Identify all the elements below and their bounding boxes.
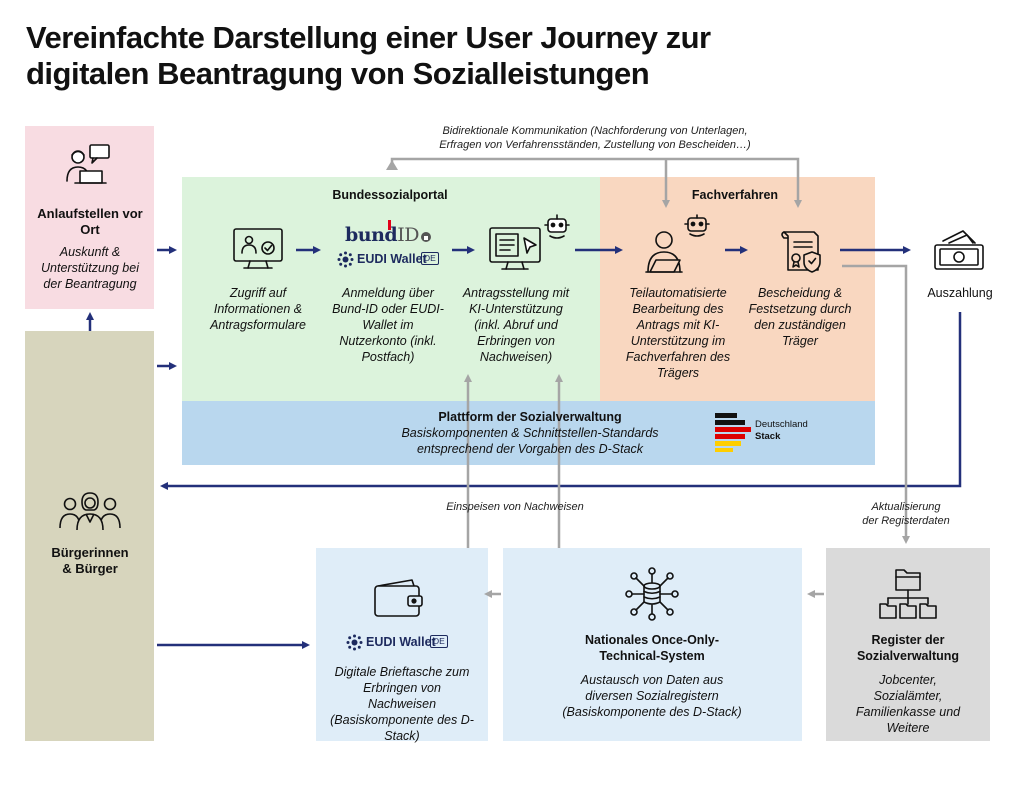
deutschland-stack-line-2: Stack <box>755 431 781 442</box>
deutschland-stack-logo: Deutschland Stack <box>715 412 815 452</box>
anlaufstellen-text: Auskunft & Unterstützung bei der Beantra… <box>41 245 139 291</box>
step-zugriff-text: Zugriff auf Informationen & Antragsformu… <box>210 286 306 332</box>
person-laptop-chat-icon <box>62 143 112 189</box>
plattform-title: Plattform der Sozialverwaltung <box>438 410 622 424</box>
buerger-box <box>25 331 154 741</box>
deutschland-stack-line-1: Deutschland <box>755 419 808 430</box>
aktualisierung-label: Aktualisierung der Registerdaten <box>846 500 966 528</box>
eudi-wallet-country: DE <box>421 252 439 265</box>
document-shield-icon <box>778 226 828 276</box>
auszahlung-label: Auszahlung <box>927 286 993 300</box>
once-only-text: Austausch von Daten aus diversen Sozialr… <box>562 673 742 719</box>
bidirectional-communication-note: Bidirektionale Kommunikation (Nachforder… <box>380 124 810 152</box>
wallet-box <box>316 548 488 741</box>
eudi-star-icon <box>346 634 363 651</box>
anlaufstellen-title: Anlaufstellen vor Ort <box>37 206 143 237</box>
wallet-icon <box>372 576 426 618</box>
step-bescheidung-text: Bescheidung & Festsetzung durch den zust… <box>748 286 852 348</box>
step-antragsstellung-text: Antragsstellung mit KI-Unterstützung (in… <box>462 286 570 364</box>
top-note-line-2: Erfragen von Verfahrensständen, Zustellu… <box>439 139 751 151</box>
title-line-2: digitalen Beantragung von Sozialleistung… <box>26 56 650 91</box>
wallet-logo-country: DE <box>430 635 448 648</box>
aktualisierung-line-1: Aktualisierung <box>871 501 941 513</box>
eudi-star-icon <box>337 251 354 268</box>
monitor-form-robot-icon <box>486 214 572 274</box>
buerger-title: Bürgerinnen & Bürger <box>51 545 129 576</box>
eudi-wallet-logo: EUDI Wallet DE <box>346 633 456 653</box>
eudi-wallet-text: EUDI Wallet <box>357 252 427 266</box>
step-bearbeitung-text: Teilautomatisierte Bearbeitung des Antra… <box>625 286 731 380</box>
bund-id-eudi-logo-icon: bundID EUDI Wallet DE <box>337 220 442 274</box>
person-laptop-robot-icon <box>640 214 714 276</box>
lock-icon <box>421 232 431 242</box>
monitor-checkmark-user-icon <box>230 226 286 272</box>
page-title: Vereinfachte Darstellung einer User Jour… <box>26 20 926 92</box>
aktualisierung-line-2: der Registerdaten <box>862 515 950 527</box>
einspeisen-label: Einspeisen von Nachweisen <box>446 501 584 513</box>
plattform-line-2: entsprechend der Vorgaben des D-Stack <box>416 442 644 456</box>
register-title: Register der Sozialverwaltung <box>856 633 960 663</box>
fachverfahren-title: Fachverfahren <box>691 188 779 202</box>
money-banknote-icon <box>929 227 989 273</box>
folder-hierarchy-icon <box>876 566 940 622</box>
register-text: Jobcenter, Sozialämter, Familienkasse un… <box>855 673 961 735</box>
wallet-text: Digitale Brieftasche zum Erbringen von N… <box>330 665 474 743</box>
people-group-icon <box>56 490 124 532</box>
once-only-title: Nationales Once-Only-Technical-System <box>584 633 720 663</box>
wallet-logo-text: EUDI Wallet <box>366 635 436 649</box>
bund-logo-text: bund <box>345 224 398 246</box>
plattform-line-1: Basiskomponenten & Schnittstellen-Standa… <box>401 426 659 440</box>
bundessozialportal-title: Bundessozialportal <box>332 188 448 202</box>
title-line-1: Vereinfachte Darstellung einer User Jour… <box>26 20 711 55</box>
step-anmeldung-text: Anmeldung über Bund-ID oder EUDI-Wallet … <box>332 286 444 364</box>
top-note-line-1: Bidirektionale Kommunikation (Nachforder… <box>442 125 748 137</box>
id-logo-text: ID <box>397 224 419 246</box>
database-network-icon <box>624 566 680 622</box>
